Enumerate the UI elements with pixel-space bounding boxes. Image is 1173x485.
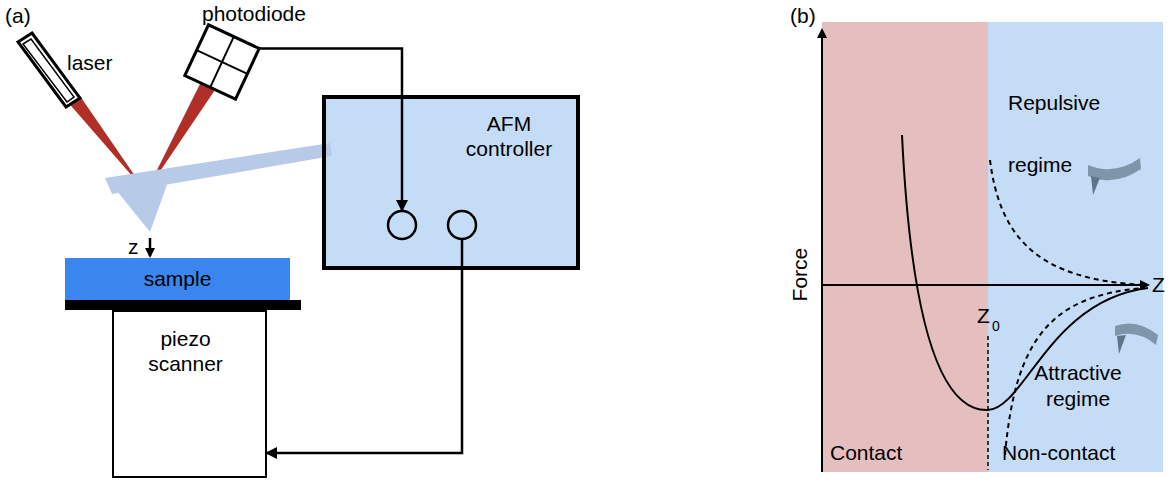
laser: laser: [10, 30, 110, 110]
repulsive-cantilever-tip: [1091, 176, 1100, 195]
node-text: Non-contact: [1002, 440, 1115, 465]
signal-wire: [258, 49, 402, 210]
regime-label: Attractive regime: [1030, 360, 1126, 412]
cantilever-tip: [108, 180, 168, 232]
panel-label: (a): [5, 3, 31, 28]
node-text: piezo scanner: [114, 326, 257, 376]
axis-label: Z: [1152, 272, 1165, 297]
photodiode-outline: [185, 25, 259, 99]
quadrant-line: [210, 37, 234, 88]
photodiode: photodiode: [180, 2, 320, 102]
attractive-cantilever-tip: [1117, 335, 1126, 354]
z0-subscript: 0: [992, 318, 1000, 335]
axis-title: Force: [787, 245, 812, 305]
regime-label: Repulsive regime: [1008, 72, 1118, 196]
controller-box-fill: [322, 95, 580, 270]
contact-band-fill: [822, 22, 988, 472]
node-text-line: piezo scanner: [136, 326, 236, 376]
z-axis: [822, 284, 1148, 286]
signal-wire: [267, 240, 462, 453]
signal-port: [388, 211, 416, 239]
repulsive-curve: [990, 160, 1145, 285]
panel-label: (b): [790, 3, 816, 28]
node-text: photodiode: [202, 1, 306, 26]
attractive-curve: [1005, 288, 1145, 455]
sample-box: sample: [65, 258, 290, 300]
node-text: Contact: [830, 440, 902, 465]
force-axis: [821, 30, 823, 472]
z-arrow: [149, 238, 152, 256]
repulsive-cantilever-icon: [1088, 158, 1141, 180]
node-text: AFM controller: [446, 111, 572, 161]
controller-box: AFM controller: [322, 95, 580, 270]
piezo-box: piezo scanner: [112, 310, 267, 478]
signal-port: [448, 211, 476, 239]
axis-label: z: [128, 234, 139, 259]
laser-inner: [23, 39, 74, 102]
z0-line: [987, 336, 989, 470]
node-text: laser: [67, 50, 113, 75]
node-text: sample: [144, 266, 212, 291]
z0-label: Z: [977, 303, 990, 328]
contact-band: Contact: [822, 22, 988, 472]
sample-stage: [65, 300, 301, 310]
non-contact-band-fill: [988, 22, 1163, 472]
